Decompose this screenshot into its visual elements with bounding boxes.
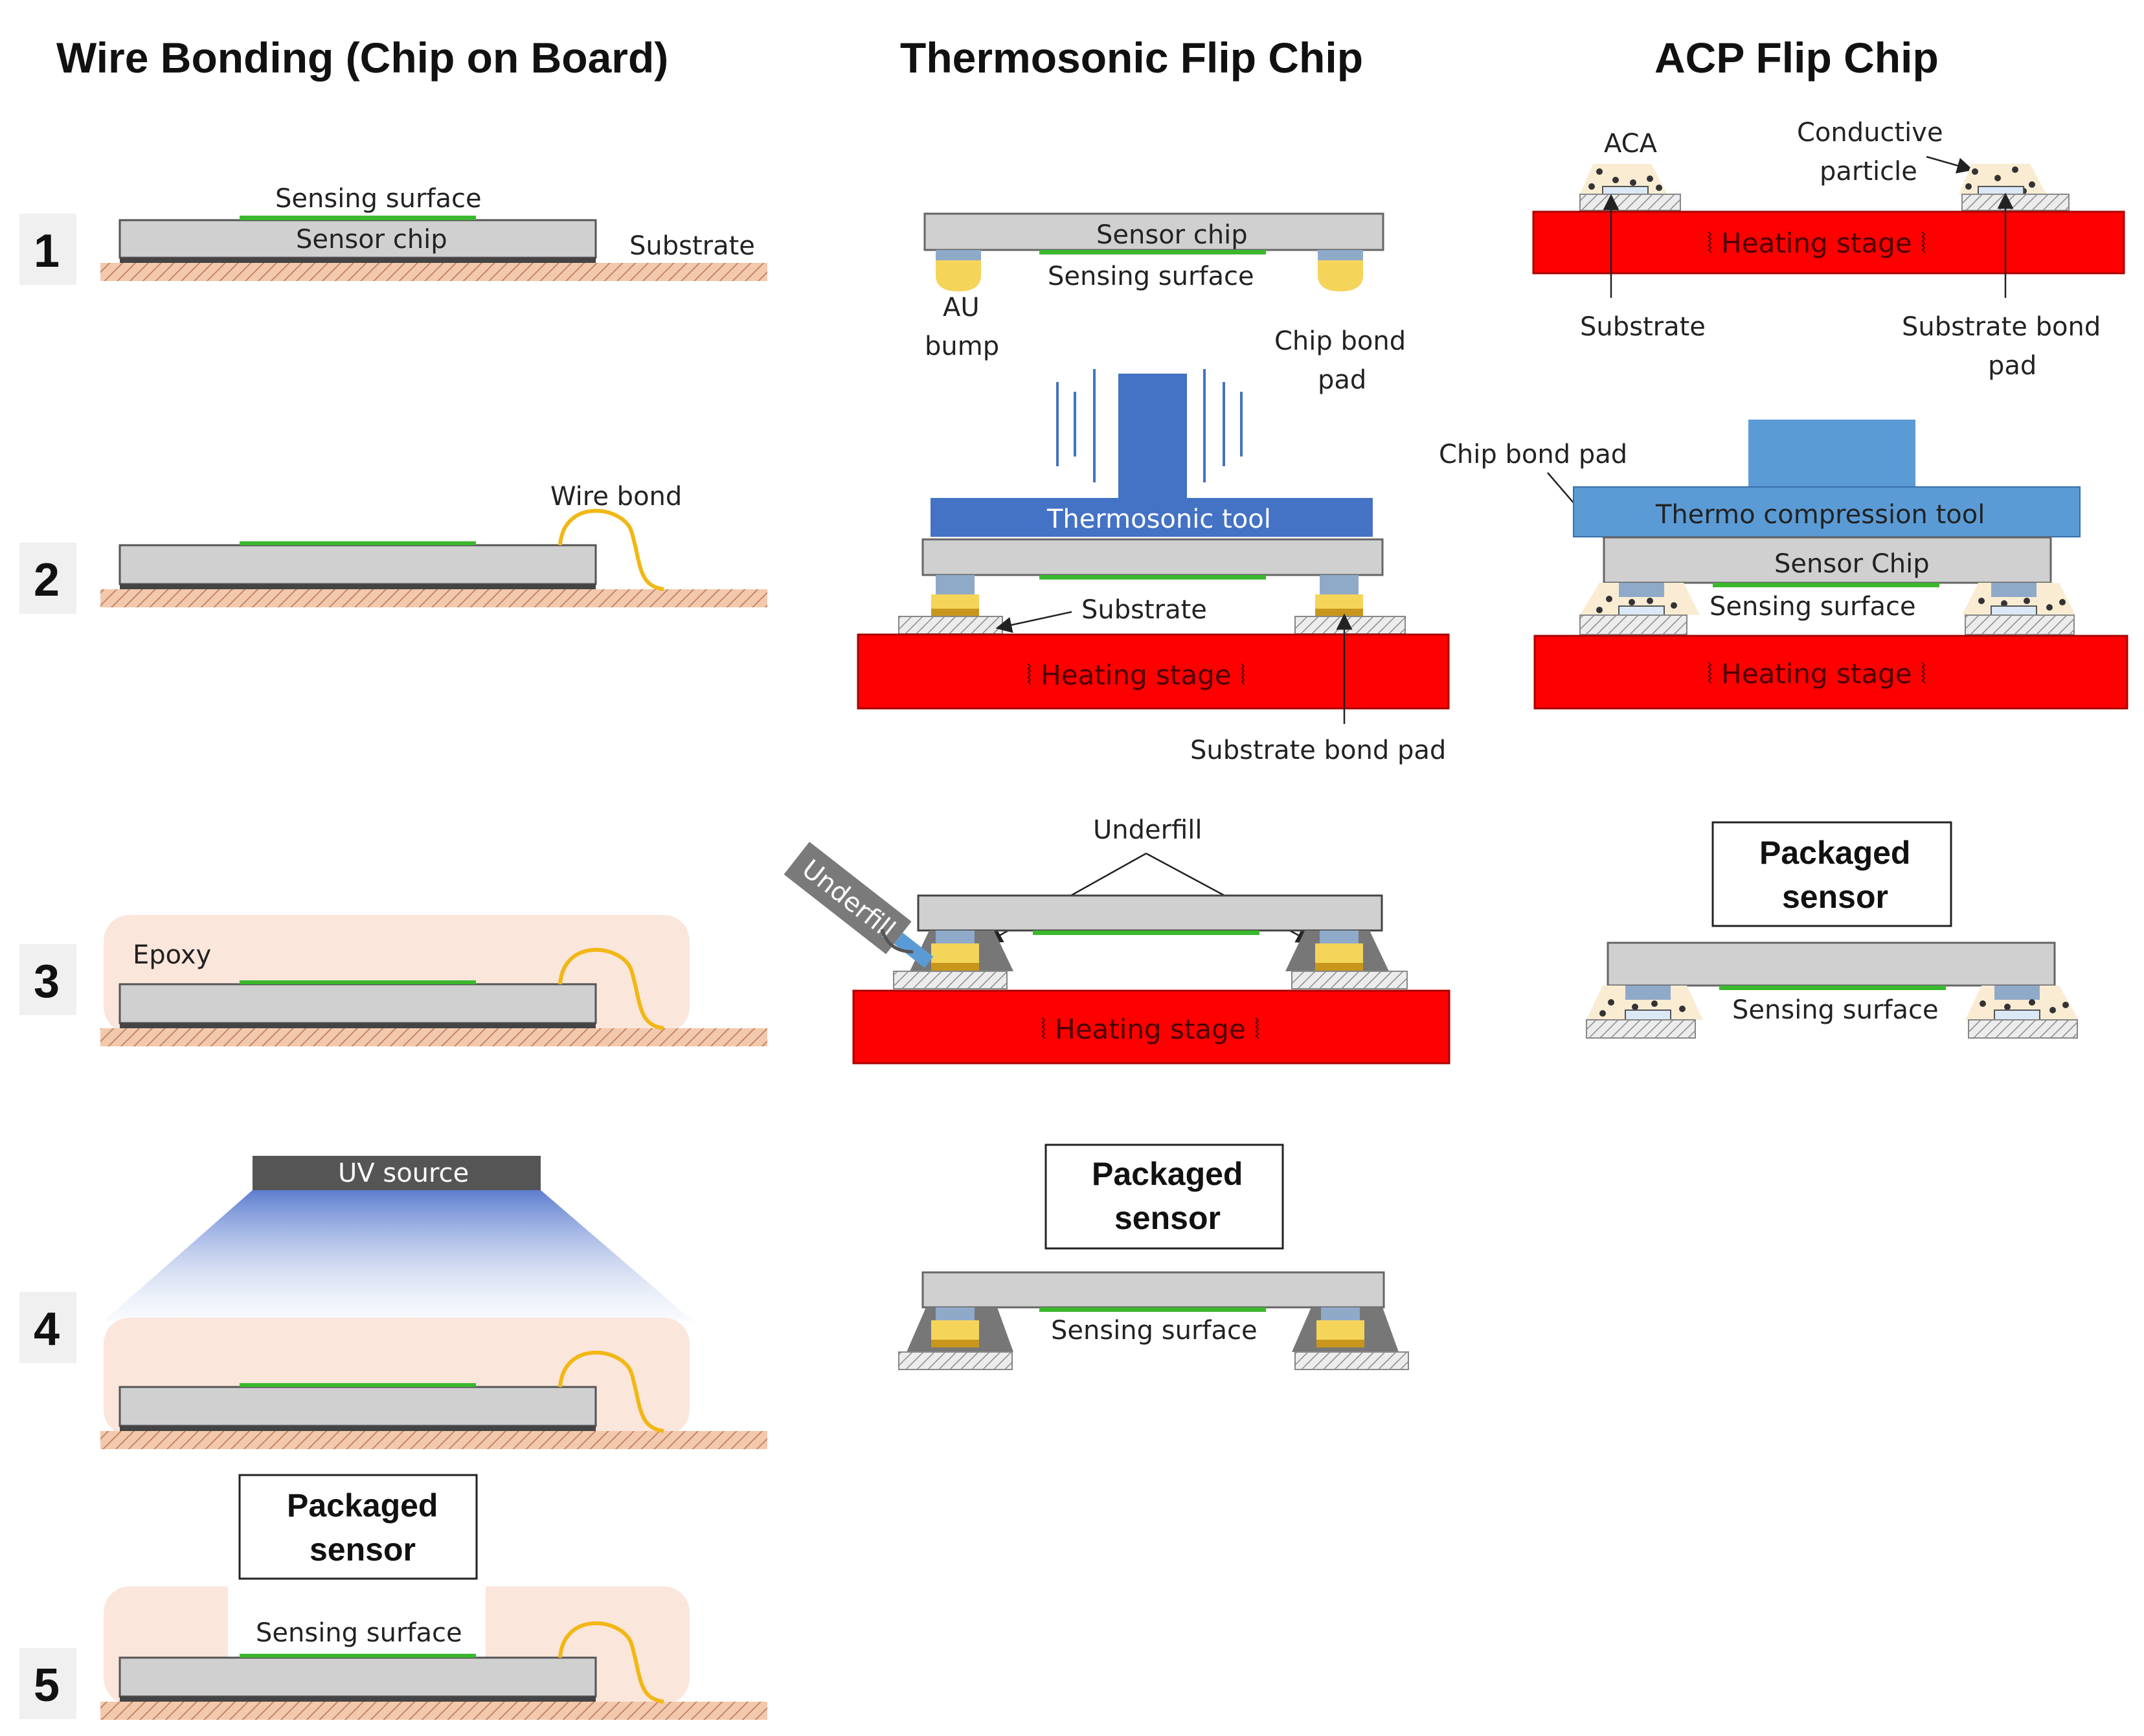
wb-step5: Packaged sensor Sensing surface (100, 1474, 767, 1720)
acp-heating-stage-2-label: ⦚ Heating stage ⦚ (1707, 658, 1926, 690)
acp-substrate-label: Substrate (1580, 312, 1706, 342)
acp-thermo-compression-tool-label: Thermo compression tool (1655, 500, 1985, 530)
ts-step2: Thermosonic tool ⦚ Heating stage ⦚ Subst… (857, 369, 1450, 765)
acp-packaged-label-2: sensor (1782, 879, 1888, 915)
ts-packaged-label-2: sensor (1114, 1200, 1221, 1236)
acp-step1: ACA Conductive particle ⦚ Heating stage … (1532, 118, 2125, 381)
ts-step4: Packaged sensor Sensing surface (898, 1144, 1409, 1370)
step-number-3: 3 (34, 956, 60, 1008)
ts-chip-bond-pad-label-2: pad (1318, 365, 1366, 395)
wb-step2: Wire bond (100, 482, 767, 607)
acp-heating-stage-2 (1533, 635, 2128, 710)
acp-step3: Packaged sensor Sensing surface (1586, 821, 2079, 1039)
acp-packaged-sensor-box (1711, 821, 1952, 927)
ts-sensor-chip (923, 212, 1384, 251)
acp-step2: Chip bond pad Thermo compression tool Se… (1439, 420, 2128, 710)
wb-sensing-surface-final-label: Sensing surface (256, 1618, 462, 1648)
acp-particles (1588, 166, 2035, 194)
ts-step1: Sensor chip Sensing surface AU bump Chip… (923, 212, 1406, 395)
acp-packaged-label-1: Packaged (1759, 835, 1910, 871)
ts-packaged-sensor-box (1044, 1144, 1284, 1250)
wb-step4: UV source (100, 1156, 767, 1449)
ts-sensing-surface-final-label: Sensing surface (1051, 1316, 1258, 1346)
ts-substrate-bond-pad-label: Substrate bond pad (1190, 736, 1446, 765)
ts-au-bump-right (1318, 260, 1363, 291)
ts-sensing-surface-label: Sensing surface (1048, 262, 1254, 291)
step-number-4: 4 (34, 1303, 60, 1355)
ts-heating-stage-label: ⦚ Heating stage ⦚ (1026, 659, 1246, 691)
acp-conductive-particle-label-2: particle (1820, 157, 1917, 186)
acp-sensing-surface-label: Sensing surface (1710, 592, 1916, 622)
ts-au-bump-label-2: bump (925, 332, 999, 361)
wb-substrate (100, 263, 767, 281)
ts-thermosonic-tool (931, 498, 1373, 537)
acp-conductive-particle-label-1: Conductive (1797, 118, 1943, 148)
step-badges: 1 2 3 4 5 (19, 214, 76, 1719)
ts-packaged-label-1: Packaged (1092, 1156, 1243, 1192)
wb-uv-source-label: UV source (338, 1158, 469, 1188)
acp-chip-bond-pad-label: Chip bond pad (1439, 440, 1627, 469)
wb-step1: Sensing surface Sensor chip Substrate (100, 184, 767, 281)
ts-step3: Underfill ⦚ Heating stage ⦚ Underfill (784, 815, 1450, 1065)
ts-chip-bond-pad-label-1: Chip bond (1274, 326, 1406, 356)
wb-uv-beam (104, 1190, 693, 1321)
wb-sensing-surface-label: Sensing surface (275, 184, 482, 214)
ts-heating-stage-3-label: ⦚ Heating stage ⦚ (1041, 1013, 1260, 1045)
wb-packaged-sensor-box (238, 1474, 478, 1580)
wb-uv-source (253, 1156, 541, 1190)
title-acp-flip-chip: ACP Flip Chip (1654, 34, 1939, 82)
ts-heating-stage-3 (852, 989, 1450, 1065)
step-number-2: 2 (34, 554, 60, 606)
ts-heating-stage (857, 633, 1450, 710)
wb-packaged-label-1: Packaged (287, 1487, 438, 1524)
step-number-1: 1 (34, 225, 60, 277)
wb-sensor-chip (118, 219, 597, 259)
ts-au-bump-left (936, 260, 981, 291)
wb-epoxy-label: Epoxy (133, 940, 211, 970)
wb-substrate-label: Substrate (629, 231, 755, 261)
acp-substrate-bond-pad-label-1: Substrate bond (1902, 312, 2101, 342)
title-thermosonic-flip-chip: Thermosonic Flip Chip (900, 34, 1363, 82)
ts-au-bump-label-1: AU (943, 293, 980, 322)
ts-substrate-label: Substrate (1081, 595, 1207, 625)
ts-sensor-chip-label: Sensor chip (1096, 220, 1248, 250)
ts-underfill-dispenser-label: Underfill (796, 854, 901, 945)
wb-wire-bond (558, 508, 664, 591)
ts-vibration-lines (1056, 369, 1243, 482)
acp-heating-stage-label: ⦚ Heating stage ⦚ (1707, 227, 1926, 259)
wb-packaged-label-2: sensor (310, 1531, 416, 1568)
wb-wire-bond-label: Wire bond (550, 482, 682, 512)
acp-substrate-bond-pad-label-2: pad (1988, 351, 2037, 381)
step-number-5: 5 (34, 1660, 60, 1711)
ts-thermosonic-tool-label: Thermosonic tool (1046, 504, 1271, 534)
acp-aca-label: ACA (1604, 129, 1658, 159)
acp-heating-stage (1532, 210, 2125, 275)
wb-sensor-chip-label: Sensor chip (296, 225, 447, 254)
wb-sensing-surface (240, 216, 476, 220)
acp-sensing-surface-final-label: Sensing surface (1732, 995, 1939, 1025)
wb-step3: Epoxy (100, 915, 767, 1046)
ts-underfill-label: Underfill (1093, 815, 1202, 845)
title-wire-bonding: Wire Bonding (Chip on Board) (56, 34, 668, 82)
acp-sensor-chip-label: Sensor Chip (1774, 549, 1930, 579)
